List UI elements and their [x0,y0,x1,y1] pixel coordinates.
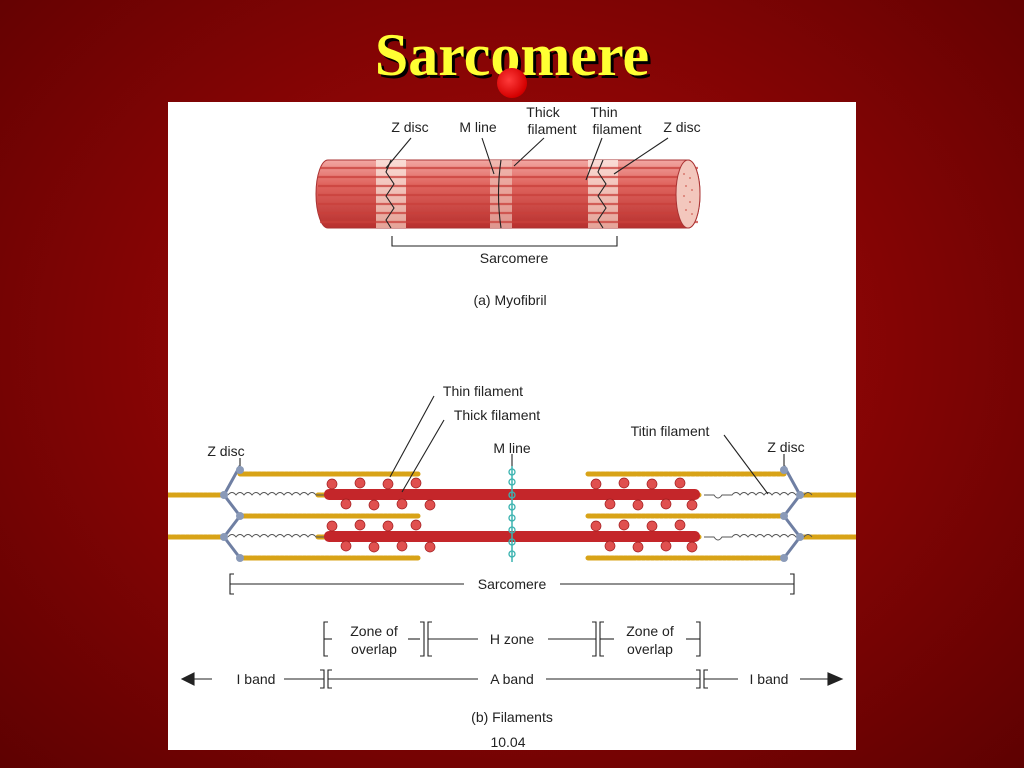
label-thin-filament-line2: filament [592,121,641,137]
label-thin-filament-line1: Thin [590,104,617,120]
end-cap-dots [683,173,693,215]
myofibril-end-cap [675,159,701,229]
z-disc-left [220,465,244,562]
laser-pointer-dot [497,68,527,98]
label-thick-filament-line1: Thick [526,104,560,120]
label-zone-overlap-left-1: Zone of [350,623,398,639]
label-z-disc-right: Z disc [663,119,700,135]
z-disc-right [780,465,804,562]
label-thick-filament-line2: filament [527,121,576,137]
zone-brackets [323,621,701,657]
figure-number: 10.04 [490,734,525,750]
band-brackets [180,669,844,689]
label-z-disc-right-b: Z disc [767,439,804,455]
leader-thick-filament [513,137,545,167]
label-i-band-right: I band [750,671,789,687]
label-zone-overlap-left-2: overlap [351,641,397,657]
label-i-band-left: I band [237,671,276,687]
filaments-diagram: Thin filament Thick filament M line Titi… [168,383,856,750]
m-line-chain [508,466,516,562]
leader-m-line [481,137,495,175]
label-thick-filament-b: Thick filament [454,407,540,423]
leader-thin-filament-b [389,395,435,478]
leader-z-disc-right [613,137,669,175]
label-m-line: M line [459,119,497,135]
leader-z-disc-left [385,137,412,169]
z-disc-line-left [385,159,395,229]
label-a-band: A band [490,671,534,687]
label-zone-overlap-right-1: Zone of [626,623,674,639]
sarcomere-span-b [229,573,795,595]
z-disc-line-right [597,159,607,229]
label-z-disc-left-b: Z disc [207,443,244,459]
label-z-disc-left: Z disc [391,119,428,135]
label-zone-overlap-right-2: overlap [627,641,673,657]
leader-thin-filament [585,137,603,181]
leader-thick-filament-b [401,419,445,493]
caption-myofibril: (a) Myofibril [473,292,546,308]
figure-panel: Z disc M line Thick filament Thin filame… [168,102,856,750]
myofibril-stripes [318,166,698,224]
label-sarcomere-b: Sarcomere [478,576,547,592]
myofibril-diagram: Z disc M line Thick filament Thin filame… [315,104,701,308]
m-line-mark [497,159,502,229]
label-titin-filament: Titin filament [631,423,710,439]
thin-filaments [168,471,856,561]
caption-filaments: (b) Filaments [471,709,553,725]
label-sarcomere-a: Sarcomere [480,250,549,266]
label-h-zone: H zone [490,631,535,647]
leader-titin-filament [723,434,769,495]
sarcomere-bracket-a [391,236,618,247]
label-thin-filament-b: Thin filament [443,383,523,399]
label-m-line-b: M line [493,440,531,456]
sarcomere-figure: Z disc M line Thick filament Thin filame… [168,104,856,750]
